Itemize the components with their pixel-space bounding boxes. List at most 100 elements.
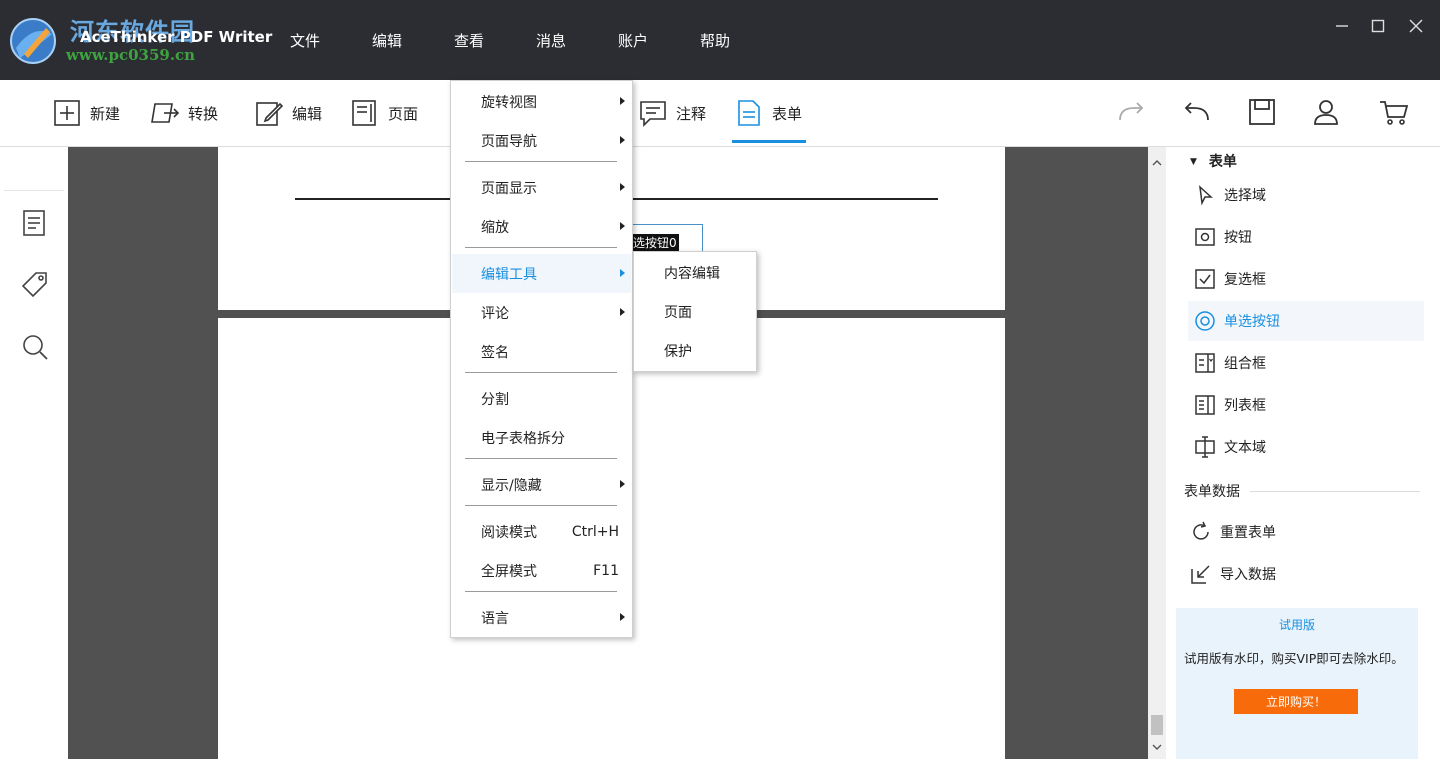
- close-button[interactable]: [1402, 12, 1430, 40]
- checkbox-icon: [1195, 269, 1215, 289]
- menu-item-comment[interactable]: 评论: [452, 293, 631, 332]
- menu-item-label: 旋转视图: [481, 94, 537, 111]
- submenu-item-label: 内容编辑: [664, 265, 720, 282]
- app-title: AceThinker PDF Writer: [80, 28, 273, 46]
- comment-button[interactable]: 注释: [638, 96, 706, 130]
- form-doc-icon: [738, 100, 760, 126]
- form-tool-checkbox[interactable]: 复选框: [1188, 259, 1424, 299]
- form-tool-radio-button[interactable]: 单选按钮: [1188, 301, 1424, 341]
- listbox-icon: [1195, 395, 1215, 415]
- convert-label: 转换: [188, 104, 219, 123]
- form-tool-label: 文本域: [1224, 440, 1266, 456]
- menu-view[interactable]: 查看: [454, 32, 485, 50]
- left-sidebar-divider: [4, 190, 64, 191]
- form-tool-select-field[interactable]: 选择域: [1188, 175, 1424, 215]
- menu-account[interactable]: 账户: [618, 32, 649, 50]
- menu-item-label: 编辑工具: [481, 266, 537, 283]
- undo-icon[interactable]: [1180, 96, 1212, 128]
- trial-text: 试用版有水印，购买VIP即可去除水印。: [1184, 651, 1404, 666]
- menu-item-label: 分割: [481, 391, 509, 408]
- submenu-item-page[interactable]: 页面: [635, 292, 755, 331]
- convert-icon: [151, 103, 180, 123]
- menu-file[interactable]: 文件: [290, 32, 321, 50]
- collapse-triangle-icon: ▼: [1190, 157, 1197, 167]
- submenu-arrow-icon: [620, 183, 625, 191]
- page-button[interactable]: 页面: [350, 96, 418, 130]
- menu-separator: [465, 505, 617, 506]
- trial-title: 试用版: [1278, 618, 1315, 632]
- submenu-arrow-icon: [620, 613, 625, 621]
- watermark-logo-icon: [10, 18, 56, 64]
- menu-item-page-display[interactable]: 页面显示: [452, 168, 631, 207]
- watermark-title: 河东软件园: [70, 17, 195, 46]
- menu-item-edit-tools[interactable]: 编辑工具: [452, 254, 631, 293]
- edit-button[interactable]: 编辑: [254, 96, 322, 130]
- maximize-button[interactable]: [1364, 12, 1392, 40]
- submenu-arrow-icon: [620, 269, 625, 277]
- menu-item-language[interactable]: 语言: [452, 598, 631, 637]
- user-icon[interactable]: [1310, 96, 1342, 128]
- plus-box-icon: [54, 100, 80, 126]
- import-data-label: 导入数据: [1220, 567, 1276, 583]
- edit-pencil-icon: [256, 102, 284, 126]
- active-tab-indicator: [732, 140, 806, 143]
- menu-item-label: 签名: [481, 344, 509, 361]
- reset-form-button[interactable]: 重置表单: [1184, 512, 1420, 552]
- form-tool-combobox[interactable]: 组合框: [1188, 343, 1424, 383]
- menu-item-signature[interactable]: 签名: [452, 332, 631, 371]
- menu-edit[interactable]: 编辑: [372, 32, 403, 50]
- form-tools-panel: ▼ 表单 选择域 按钮 复选框 单选按钮 组合框 列表框 文本域: [1166, 147, 1440, 759]
- form-section-header[interactable]: ▼ 表单: [1190, 151, 1237, 171]
- menu-item-label: 页面导航: [481, 133, 537, 150]
- form-tool-text-field[interactable]: 文本域: [1188, 427, 1424, 467]
- form-tool-button[interactable]: 按钮: [1188, 217, 1424, 257]
- bookmark-tag-icon[interactable]: [20, 270, 50, 300]
- submenu-item-protect[interactable]: 保护: [635, 331, 755, 370]
- search-icon[interactable]: [20, 332, 50, 362]
- buy-now-button[interactable]: 立即购买！: [1234, 689, 1358, 714]
- form-section-title: 表单: [1208, 154, 1237, 170]
- form-tool-label: 选择域: [1224, 188, 1266, 204]
- cart-icon[interactable]: [1378, 96, 1410, 128]
- cursor-icon: [1199, 185, 1213, 206]
- menu-item-label: 显示/隐藏: [481, 477, 542, 494]
- minimize-button[interactable]: [1328, 12, 1356, 40]
- menu-item-zoom[interactable]: 缩放: [452, 207, 631, 246]
- new-button[interactable]: 新建: [52, 96, 120, 130]
- menu-item-rotate-view[interactable]: 旋转视图: [452, 82, 631, 121]
- form-tool-label: 单选按钮: [1224, 314, 1280, 330]
- menu-item-show-hide[interactable]: 显示/隐藏: [452, 465, 631, 504]
- menu-help[interactable]: 帮助: [700, 32, 731, 50]
- menu-item-spreadsheet-split[interactable]: 电子表格拆分: [452, 418, 631, 457]
- menu-item-label: 语言: [481, 610, 509, 627]
- scroll-up-icon[interactable]: [1152, 159, 1162, 167]
- edit-label: 编辑: [292, 104, 323, 123]
- scroll-thumb[interactable]: [1151, 715, 1163, 735]
- menu-item-label: 全屏模式: [481, 563, 537, 580]
- reset-icon: [1193, 521, 1209, 540]
- form-tool-label: 按钮: [1224, 230, 1252, 246]
- trial-banner: 试用版 试用版有水印，购买VIP即可去除水印。 立即购买！: [1176, 608, 1418, 759]
- menu-separator: [465, 161, 617, 162]
- menu-message[interactable]: 消息: [536, 32, 567, 50]
- import-data-button[interactable]: 导入数据: [1184, 554, 1420, 594]
- redo-icon[interactable]: [1116, 96, 1148, 128]
- comment-label: 注释: [676, 104, 707, 123]
- main-toolbar: 新建 转换 编辑 页面 注释 表单: [0, 80, 1440, 147]
- menu-item-split[interactable]: 分割: [452, 379, 631, 418]
- submenu-item-content-edit[interactable]: 内容编辑: [635, 253, 755, 292]
- scroll-down-icon[interactable]: [1152, 743, 1162, 751]
- thumbnails-icon[interactable]: [20, 209, 50, 239]
- submenu-item-label: 页面: [664, 304, 692, 321]
- new-label: 新建: [90, 104, 121, 123]
- form-tool-listbox[interactable]: 列表框: [1188, 385, 1424, 425]
- left-sidebar: [0, 147, 68, 759]
- watermark-url: www.pc0359.cn: [66, 46, 196, 64]
- form-button[interactable]: 表单: [734, 96, 802, 130]
- save-icon[interactable]: [1246, 96, 1278, 128]
- menu-item-page-navigation[interactable]: 页面导航: [452, 121, 631, 160]
- vertical-scrollbar[interactable]: [1148, 147, 1166, 759]
- convert-button[interactable]: 转换: [150, 96, 218, 130]
